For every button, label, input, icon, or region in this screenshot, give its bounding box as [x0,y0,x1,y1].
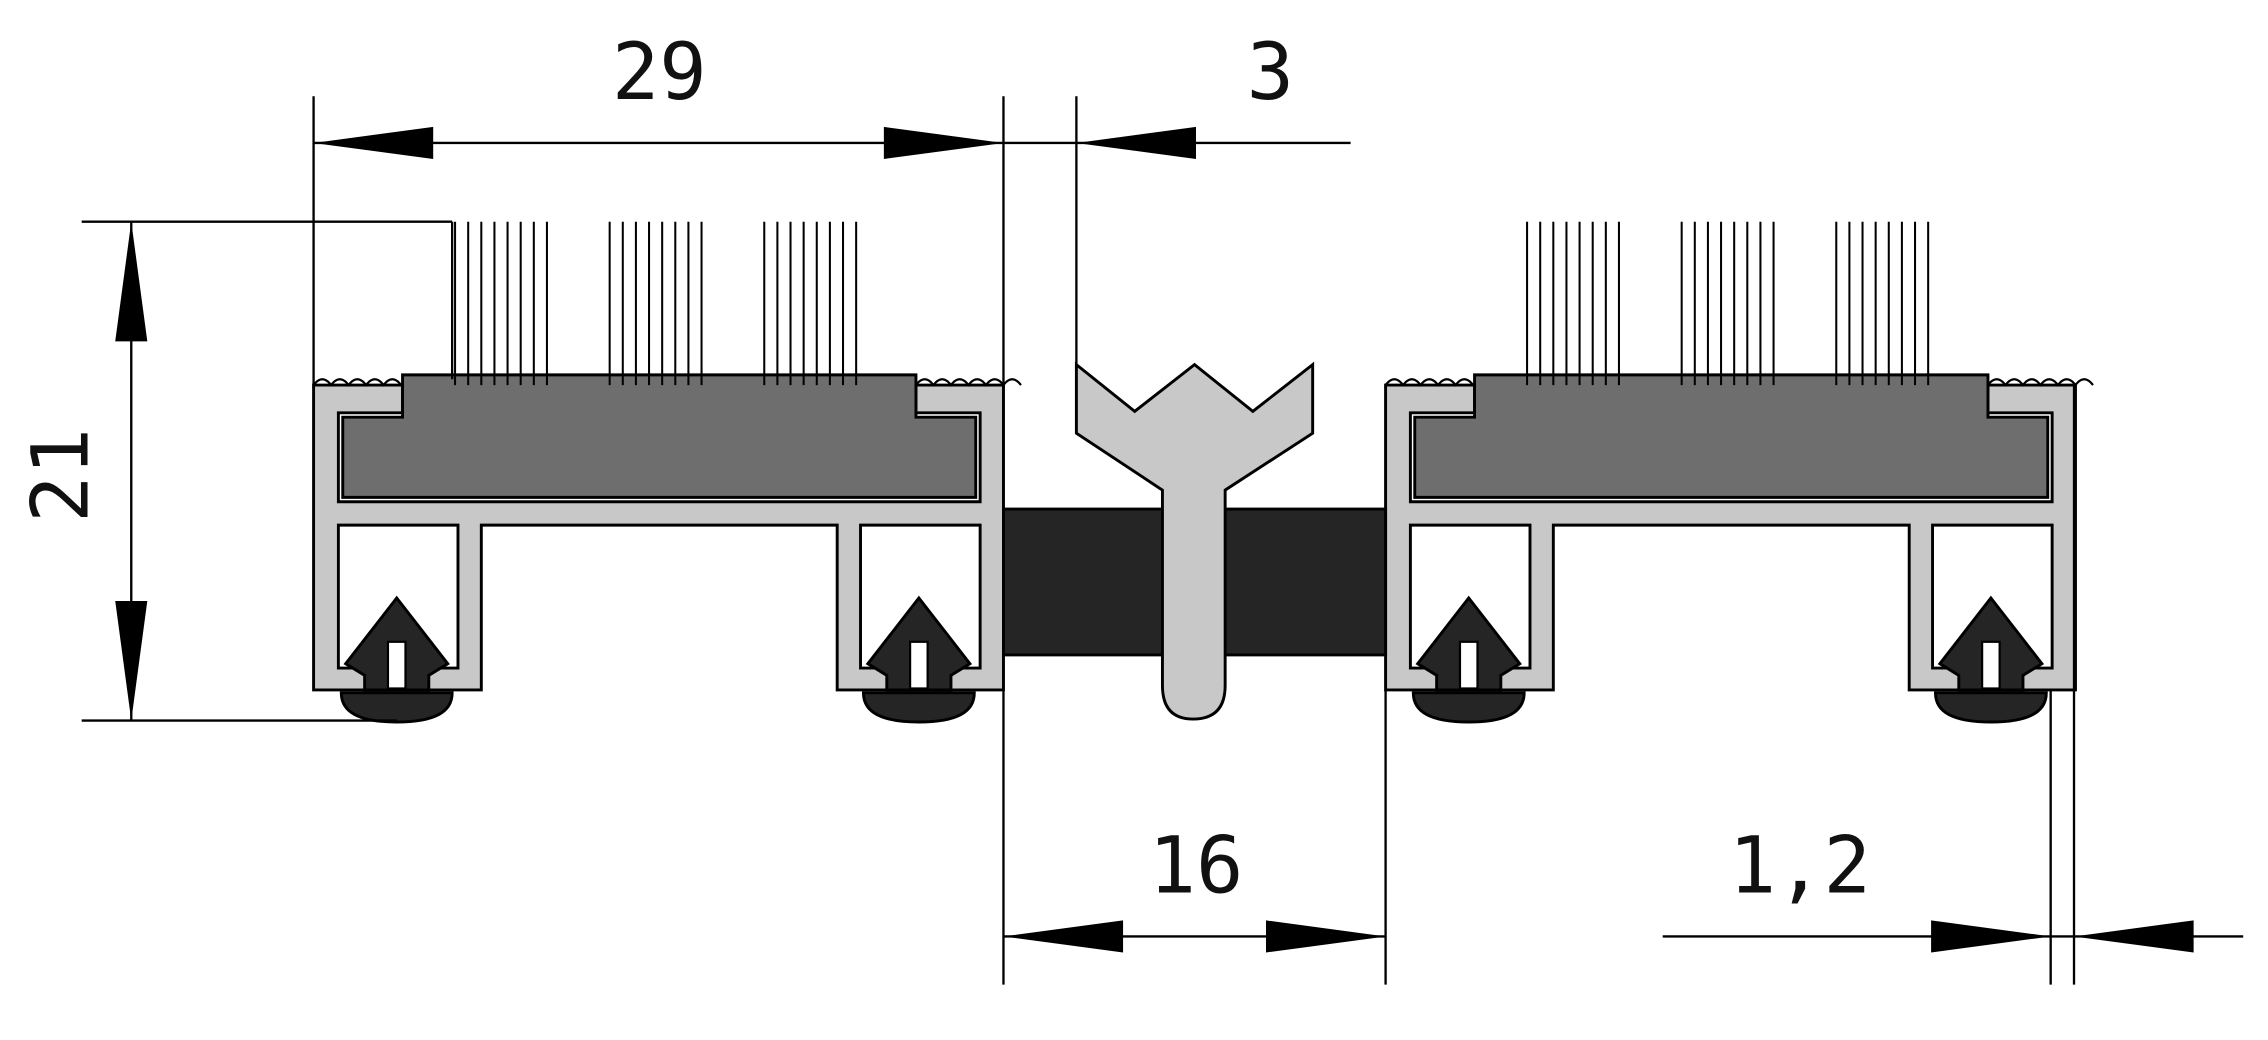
dimension-1-2-label: 1,2 [1729,820,1871,912]
dimension-21-label: 21 [15,428,107,523]
y-connector [1074,361,1315,721]
dimension-3-label: 3 [1247,26,1294,118]
left-profile-module [314,222,1021,722]
dimension-29-label: 29 [612,26,707,118]
right-profile-module [1386,222,2093,722]
dimension-lines [81,96,2244,985]
dimension-16-label: 16 [1149,820,1244,912]
